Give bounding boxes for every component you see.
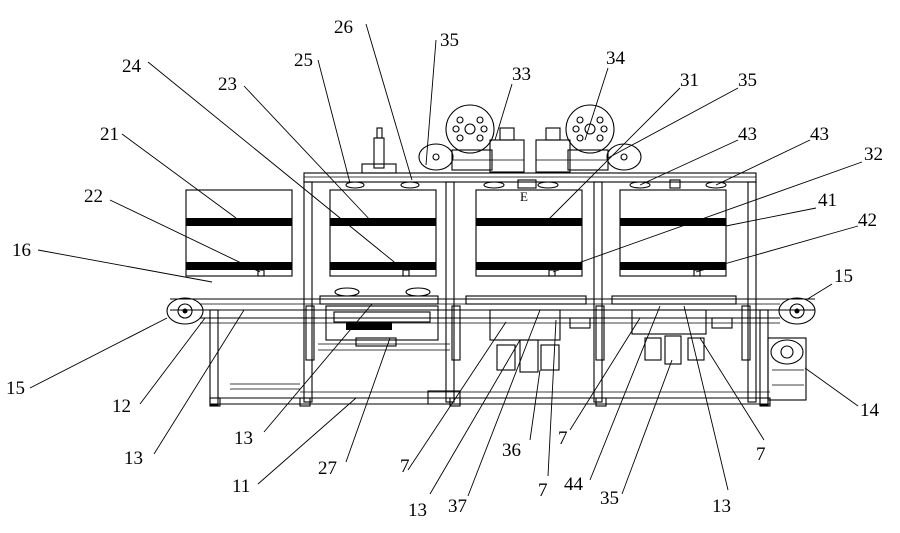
label-35-bottom: 35: [600, 488, 619, 509]
label-31: 31: [680, 70, 699, 91]
station-2: [329, 189, 437, 277]
label-21: 21: [100, 124, 119, 145]
top-unit-left-post: [345, 127, 420, 189]
label-16: 16: [12, 240, 31, 261]
reel-unit-right: [535, 104, 642, 173]
label-11: 11: [232, 476, 250, 497]
label-13-mid-left: 13: [234, 428, 253, 449]
lift-mechanism: [318, 287, 450, 351]
station-4: [619, 189, 727, 277]
cylinders-center: [489, 309, 591, 373]
center-mark: E: [520, 189, 528, 204]
side-brackets: [305, 305, 751, 361]
label-41: 41: [818, 190, 837, 211]
label-35-right: 35: [738, 70, 757, 91]
label-23: 23: [218, 74, 237, 95]
label-15-left: 15: [6, 378, 25, 399]
label-14: 14: [860, 400, 880, 421]
cylinders-right: [631, 309, 733, 365]
label-24: 24: [122, 56, 142, 77]
label-22: 22: [84, 186, 103, 207]
leader-lines: [29, 23, 863, 497]
label-13-left: 13: [124, 448, 143, 469]
label-13-center: 13: [408, 500, 427, 521]
drive-motor: [767, 337, 807, 401]
lower-platforms: [319, 295, 737, 305]
label-44: 44: [564, 474, 584, 495]
label-43-a: 43: [738, 124, 757, 145]
part-labels: 26 35 24 25 33 34 23 31 35 21 43 43 32 2…: [6, 17, 883, 521]
top-rail-fittings: E: [483, 179, 727, 204]
label-12: 12: [112, 396, 131, 417]
station-1: [185, 189, 293, 277]
label-42: 42: [858, 210, 877, 231]
label-27: 27: [318, 458, 337, 479]
label-32: 32: [864, 144, 883, 165]
label-15-right: 15: [834, 266, 853, 287]
label-7-c: 7: [558, 428, 568, 449]
reel-unit-left: [418, 104, 525, 173]
label-33: 33: [512, 64, 531, 85]
label-25: 25: [294, 50, 313, 71]
label-34: 34: [606, 48, 626, 69]
label-35-top: 35: [440, 30, 459, 51]
label-7-a: 7: [400, 456, 410, 477]
label-37: 37: [448, 496, 467, 517]
label-13-right: 13: [712, 496, 731, 517]
label-43-b: 43: [810, 124, 829, 145]
main-frame: [209, 172, 771, 407]
right-roller: [778, 297, 816, 325]
label-7-d: 7: [756, 444, 766, 465]
station-3: [475, 189, 583, 277]
label-26-top: 26: [334, 17, 353, 38]
label-36: 36: [502, 440, 521, 461]
left-roller: [166, 297, 204, 325]
label-7-b: 7: [538, 480, 548, 501]
conveyor-belt: [170, 298, 815, 406]
